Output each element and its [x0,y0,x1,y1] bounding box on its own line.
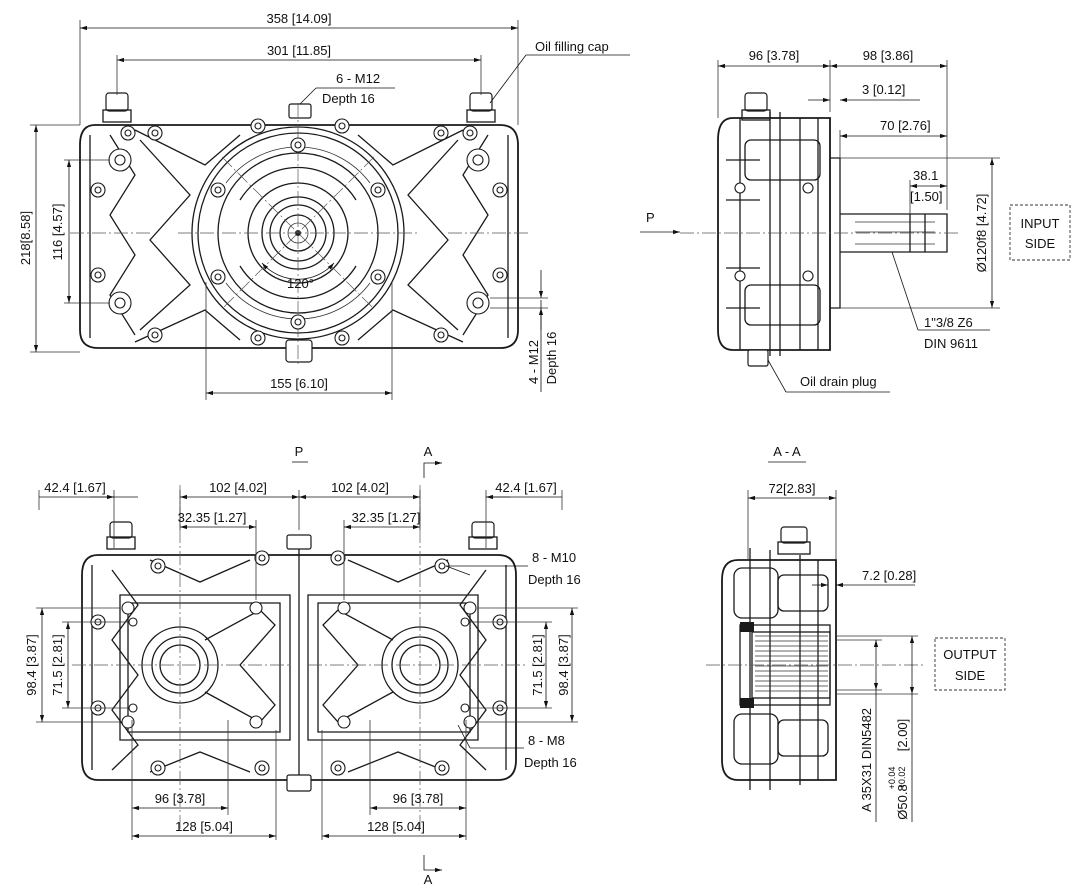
dim-left-32: 32.35 [1.27] [178,510,247,525]
label-8-m8-depth: Depth 16 [524,755,577,770]
dim-left-offset: 42.4 [1.67] [44,480,105,495]
dim-left-715: 71.5 [2.81] [50,634,65,695]
dim-right-715: 71.5 [2.81] [530,634,545,695]
dim-offset-72: 7.2 [0.28] [862,568,916,583]
label-oil-drain-plug: Oil drain plug [800,374,877,389]
flange-bolts [210,137,386,330]
housing-bolts [90,118,508,346]
dim-inner-height: 116 [4.57] [50,204,65,261]
label-8-m10: 8 - M10 [532,550,576,565]
section-marker-a-bottom: A [424,872,433,887]
label-tol-lower: +0.02 [897,767,907,790]
dim-shaft-38: 38.1 [913,168,938,183]
label-8-m10-depth: Depth 16 [528,572,581,587]
label-4-m12-depth: Depth 16 [544,332,559,385]
label-spline-std: DIN 9611 [924,336,978,351]
dim-bottom-span: 155 [6.10] [270,376,328,391]
bottom-bolts [90,550,508,776]
view-arrow-p: P [646,210,655,225]
dim-overall-width: 358 [14.09] [266,11,331,26]
label-spline-a: A 35X31 DIN5482 [859,708,874,812]
dim-left-128: 128 [5.04] [175,819,233,834]
dim-shaft-70: 70 [2.76] [880,118,931,133]
label-tol-upper: +0.04 [887,767,897,790]
label-spline: 1"3/8 Z6 [924,315,973,330]
front-view-top: 358 [14.09] 301 [11.85] Oil filling cap … [18,11,630,400]
section-title: A - A [773,444,801,459]
section-marker-a-top: A [424,444,433,459]
dim-overall-height: 218[8.58] [18,211,33,265]
label-input-side-1: INPUT [1021,216,1060,231]
dim-width-72: 72[2.83] [769,481,816,496]
dim-right-102: 102 [4.02] [331,480,389,495]
dim-left-984: 98.4 [3.87] [24,634,39,695]
dim-right-96: 96 [3.78] [393,791,444,806]
dim-gap: 3 [0.12] [862,82,905,97]
label-8-m8: 8 - M8 [528,733,565,748]
dim-left-96: 96 [3.78] [155,791,206,806]
dim-bolt-span: 301 [11.85] [267,43,331,58]
dim-left-102: 102 [4.02] [209,480,267,495]
dim-right-32: 32.35 [1.27] [352,510,421,525]
dim-right-128: 128 [5.04] [367,819,425,834]
label-bore: Ø50.8 [895,784,910,819]
label-bore-in: [2.00] [895,719,910,752]
label-oil-filling-cap: Oil filling cap [535,39,609,54]
label-output-side-1: OUTPUT [943,647,997,662]
dim-body-depth: 96 [3.78] [749,48,800,63]
view-marker-p: P [295,444,304,459]
label-6-m12-depth: Depth 16 [322,91,375,106]
label-4-m12: 4 - M12 [526,340,541,384]
label-output-side-2: SIDE [955,668,986,683]
dim-right-984: 98.4 [3.87] [556,634,571,695]
label-angle-120: 120° [287,276,314,291]
dim-shaft-38-in: [1.50] [910,189,943,204]
dim-right-offset: 42.4 [1.67] [495,480,556,495]
dim-shaft-length: 98 [3.86] [863,48,914,63]
label-input-side-2: SIDE [1025,236,1056,251]
dim-pilot-diameter: Ø120f8 [4.72] [974,194,989,273]
side-view-top: 96 [3.78] 98 [3.86] 3 [0.12] 70 [2.76] 3… [640,48,1071,393]
section-a-a: A - A 72[2.83] 7.2 [0.28] A 35X31 [706,444,1006,822]
front-view-bottom: P A A 42.4 [1.67] 102 [4.02] 102 [4.02] … [24,444,581,887]
label-6-m12: 6 - M12 [336,71,380,86]
